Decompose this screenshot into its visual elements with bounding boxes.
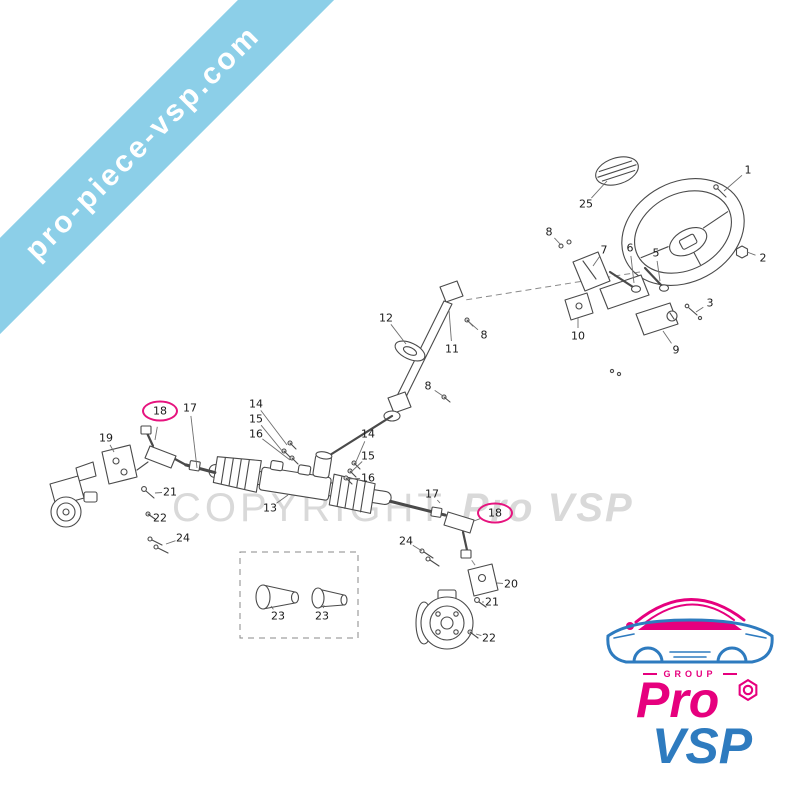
tie-rod-end-right-drawing — [443, 511, 475, 559]
horn-pad-drawing — [595, 156, 639, 186]
logo-brand-vsp: VSP — [652, 718, 753, 774]
steering-rack-drawing — [184, 440, 447, 518]
bolt-icon — [738, 678, 758, 702]
hub-right-drawing — [415, 548, 499, 650]
column-switches-drawing — [558, 239, 670, 321]
logo-group-label: GROUP — [663, 669, 717, 679]
leader-lines — [109, 174, 756, 637]
tie-rod-end-left-drawing — [140, 425, 188, 469]
car-logo — [606, 598, 774, 664]
group-dash-right — [722, 673, 737, 675]
intermediate-shaft-drawing — [328, 280, 474, 457]
logo-group-row: GROUP — [600, 669, 780, 679]
group-dash-left — [643, 673, 658, 675]
steering-wheel-drawing — [621, 178, 749, 286]
construction-lines — [464, 271, 641, 569]
logo-brand-pro: Pro — [636, 672, 720, 728]
knuckle-left-drawing — [49, 444, 169, 554]
provsp-logo: GROUP Pro VSP — [600, 572, 790, 787]
ignition-lock-drawing — [609, 302, 703, 377]
boots-box-drawing — [239, 551, 359, 639]
